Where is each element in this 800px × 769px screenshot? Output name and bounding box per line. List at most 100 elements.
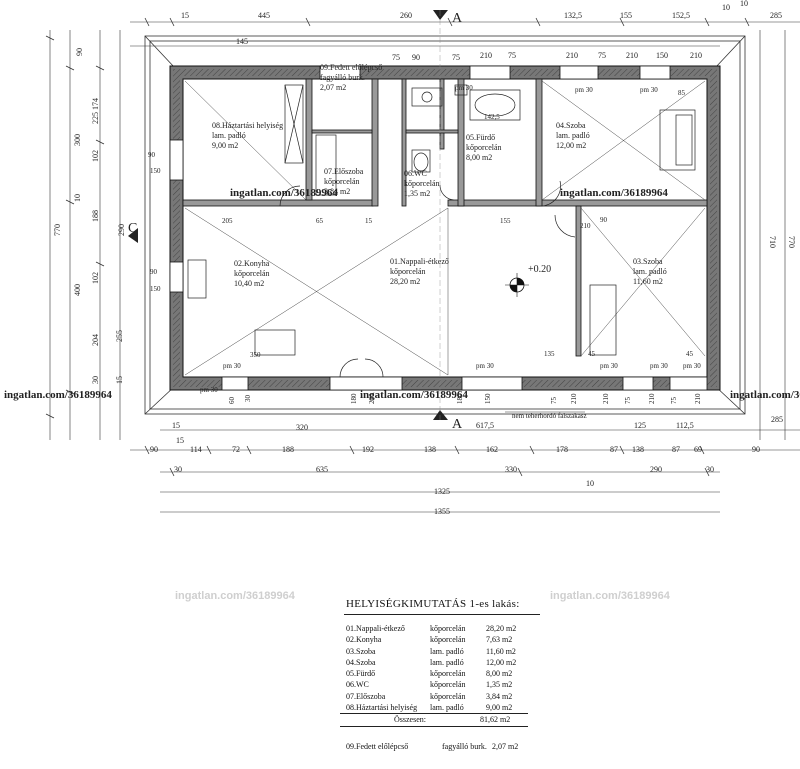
dim-b2-2: 330	[505, 465, 517, 474]
fixtures	[187, 84, 696, 356]
dim-topsub-5: 75	[508, 51, 516, 60]
dim-top-6: 10	[722, 3, 730, 12]
dim-right-2: 285	[771, 415, 783, 424]
dim-topsub-3: 75	[452, 53, 460, 62]
room-schedule-table: HELYISÉGKIMUTATÁS 1-es lakás: 01.Nappali…	[340, 598, 600, 752]
dim-topsub-0: 145	[236, 37, 248, 46]
dim-inner-0: 205	[222, 217, 233, 225]
dim-inner-25: 75	[624, 397, 632, 405]
room-03-label: 03.Szoba lam. padló 11,60 m2	[633, 257, 667, 286]
room-08-label: 08.Háztartási helyiség lam. padló 9,00 m…	[212, 121, 283, 150]
svg-text:lam. padló: lam. padló	[212, 131, 246, 140]
wall-openings	[169, 65, 708, 391]
dim-b1-2: 72	[232, 445, 240, 454]
svg-text:02.Konyha: 02.Konyha	[234, 259, 270, 268]
dim-b1-5: 138	[424, 445, 436, 454]
svg-text:06.WC: 06.WC	[404, 169, 427, 178]
floor-plan-drawing: 15 445 260 132,5 155 152,5 10 285 145 75…	[4, 0, 800, 516]
svg-text:12,00 m2: 12,00 m2	[556, 141, 586, 150]
dimension-lines	[49, 21, 800, 513]
pm-label-1: pm 30	[640, 86, 658, 94]
level-label: +0.20	[528, 264, 551, 275]
dim-brow-1: 320	[296, 423, 308, 432]
dim-misc-2: 15	[176, 436, 184, 445]
dim-b1-0: 90	[150, 445, 158, 454]
dim-right-0: 710	[768, 236, 777, 248]
dim-inner-9: 142,5	[484, 113, 500, 121]
roof-outline	[144, 35, 746, 415]
svg-text:kőporcelán: kőporcelán	[234, 269, 270, 278]
svg-text:10,40 m2: 10,40 m2	[234, 279, 264, 288]
door-swings	[279, 180, 576, 378]
dim-inner-16: 180	[350, 393, 358, 404]
interior-walls	[182, 78, 708, 357]
pm-label-7: pm 30	[200, 386, 218, 394]
room-diagonals	[184, 80, 706, 376]
svg-text:01.Nappali-étkező: 01.Nappali-étkező	[390, 257, 449, 266]
dim-b1-1: 114	[190, 445, 202, 454]
dim-inner-24: 210	[602, 393, 610, 404]
dim-topsub-6: 210	[566, 51, 578, 60]
pm-label-4: pm 30	[600, 362, 618, 370]
dim-inner-12: 90	[150, 268, 158, 276]
dim-b1-11: 69	[694, 445, 702, 454]
svg-text:05.Fürdő: 05.Fürdő	[466, 133, 495, 142]
dim-top-1: 445	[258, 11, 270, 20]
svg-text:08.Háztartási helyiség: 08.Háztartási helyiség	[212, 121, 283, 130]
dim-left-11: 204	[91, 334, 100, 346]
dim-brow-0: 15	[172, 421, 180, 430]
title-underline	[344, 614, 540, 615]
pm-label-6: pm 30	[683, 362, 701, 370]
dim-b1-10: 87	[672, 445, 680, 454]
dim-inner-23: 30	[244, 395, 252, 403]
svg-text:kőporcelán: kőporcelán	[466, 143, 502, 152]
svg-text:03.Szoba: 03.Szoba	[633, 257, 663, 266]
table-sum-row: Összesen:81,62 m2	[340, 713, 528, 728]
pm-label-2: pm 30	[223, 362, 241, 370]
dim-left-7: 290	[117, 224, 126, 236]
room-labels: 01.Nappali-étkező kőporcelán 28,20 m2 02…	[212, 63, 667, 288]
dim-inner-28: 210	[694, 393, 702, 404]
watermarks: ingatlan.com/36189964 ingatlan.com/36189…	[4, 187, 800, 401]
dim-inner-26: 210	[648, 393, 656, 404]
svg-text:3,84 m2: 3,84 m2	[324, 187, 350, 196]
svg-text:28,20 m2: 28,20 m2	[390, 277, 420, 286]
dim-top-2: 260	[400, 11, 412, 20]
svg-text:ingatlan.com/36189964: ingatlan.com/36189964	[230, 187, 338, 199]
dim-brow-3: 125	[634, 421, 646, 430]
dim-b2-1: 635	[316, 465, 328, 474]
svg-text:2,07 m2: 2,07 m2	[320, 83, 346, 92]
section-c-left: C	[128, 221, 137, 236]
svg-text:lam. padló: lam. padló	[633, 267, 667, 276]
dim-top-7: 285	[770, 11, 782, 20]
dim-right-1: 770	[787, 236, 796, 248]
dim-left-9: 400	[73, 284, 82, 296]
dim-inner-3: 155	[500, 217, 511, 225]
dim-inner-7: 45	[686, 350, 694, 358]
dim-left-2: 300	[73, 134, 82, 146]
dim-b2-4: 30	[706, 465, 714, 474]
svg-text:09.Fedett előlépcső: 09.Fedett előlépcső	[320, 63, 382, 72]
dim-left-8: 770	[53, 224, 62, 236]
pm-label-5: pm 30	[650, 362, 668, 370]
dim-top-5: 152,5	[672, 11, 690, 20]
dim-inner-5: 135	[544, 350, 555, 358]
room-05-label: 05.Fürdő kőporcelán 8,00 m2	[466, 133, 502, 162]
dim-inner-10: 90	[148, 151, 156, 159]
dim-inner-18: 180	[456, 393, 464, 404]
dim-b2-3: 290	[650, 465, 662, 474]
dimension-ticks	[45, 17, 750, 477]
dim-misc-1: 10	[740, 0, 748, 8]
dim-left-5: 10	[73, 194, 82, 202]
dim-inner-1: 65	[316, 217, 324, 225]
pm-label-8: pm 30	[455, 84, 473, 92]
dim-brow-4: 112,5	[676, 421, 694, 430]
room-06-label: 06.WC kőporcelán 1,35 m2	[404, 169, 440, 198]
dim-top-0: 15	[181, 11, 189, 20]
svg-text:ingatlan.com/36189964: ingatlan.com/36189964	[360, 389, 468, 401]
dim-left-12: 255	[115, 330, 124, 342]
